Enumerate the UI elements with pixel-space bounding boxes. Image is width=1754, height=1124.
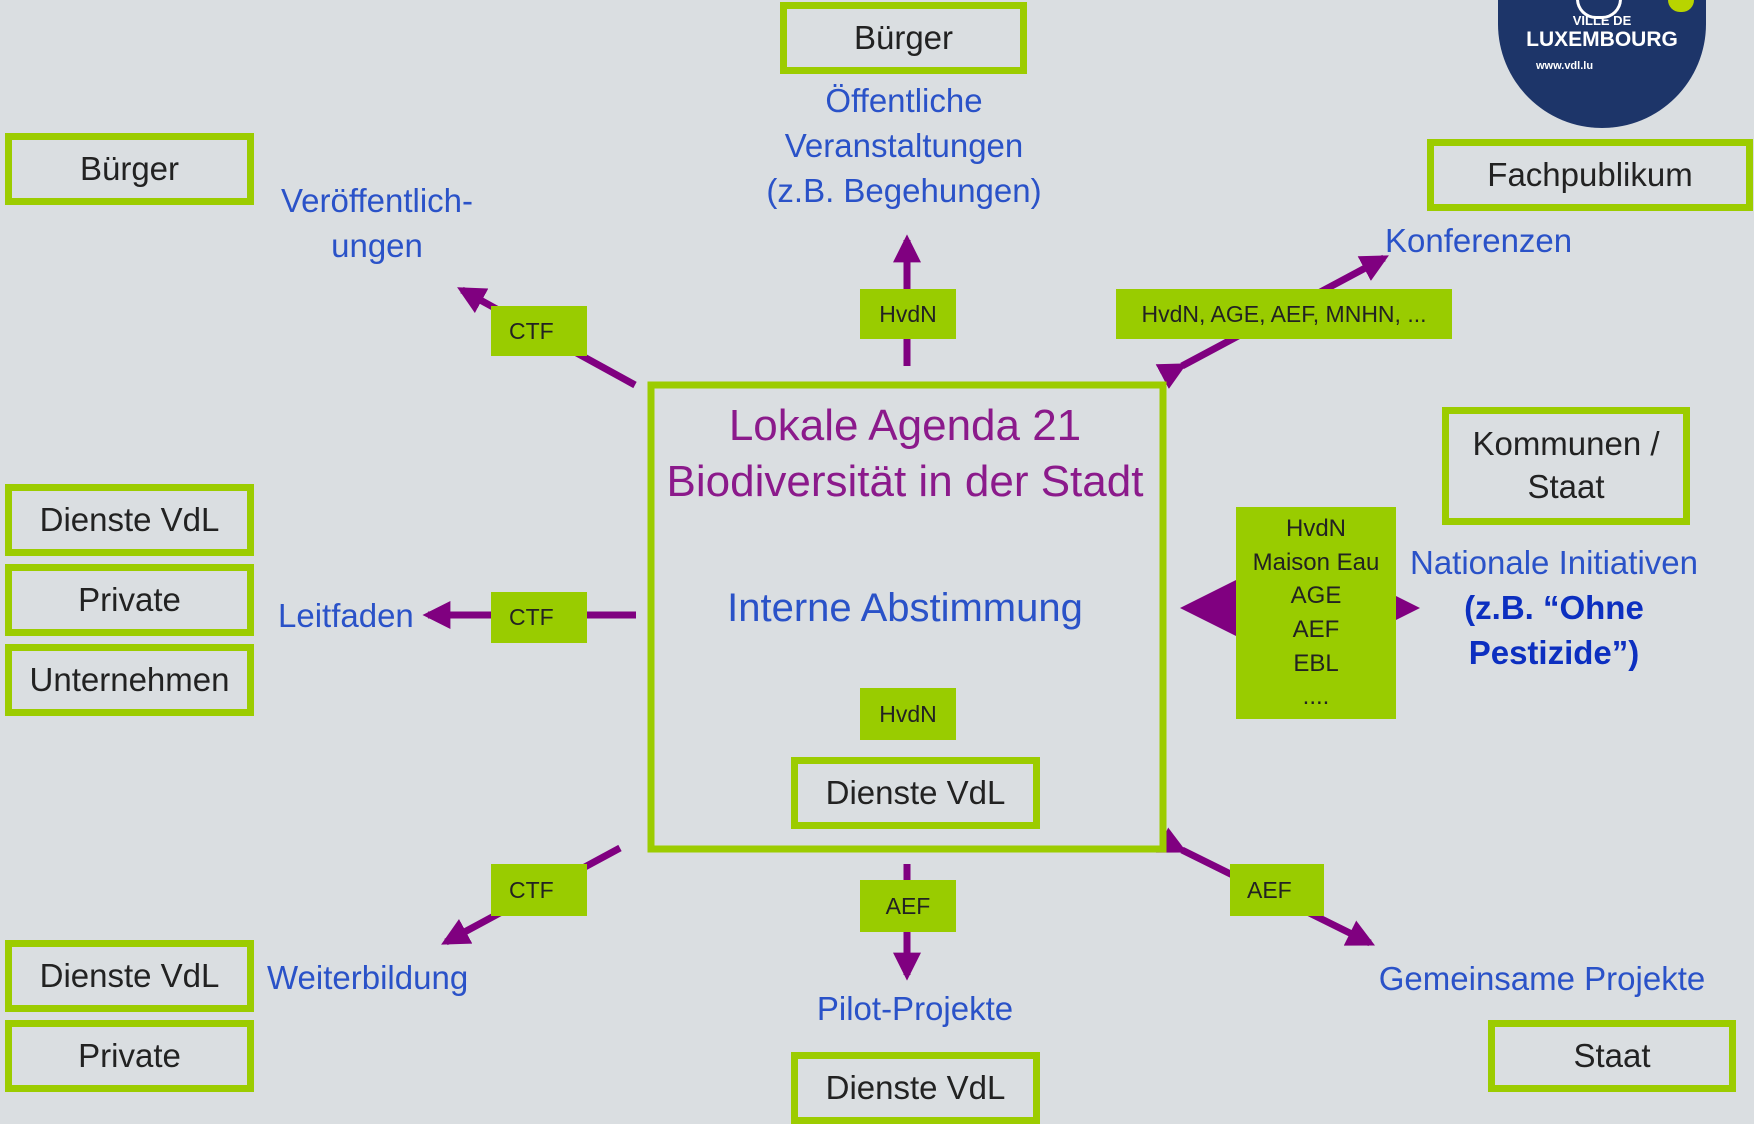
bottom-tag: AEF <box>860 880 956 932</box>
bottom-right-label: Gemeinsame Projekte <box>1378 960 1706 997</box>
top-left-label-line1: Veröffentlich- <box>280 182 473 219</box>
right-tag-line3: AGE <box>1290 582 1342 610</box>
logo-accent-dot <box>1668 0 1694 12</box>
top-left-label: Veröffentlich- ungen <box>262 178 492 268</box>
right-box-line1: Kommunen / <box>1472 425 1660 463</box>
right-tag-line4: AEF <box>1292 616 1340 643</box>
logo-url-text: www.vdl.lu <box>1536 60 1594 72</box>
center-title-line1: Lokale Agenda 21 <box>728 401 1082 450</box>
top-label-line3: (z.B. Begehungen) <box>766 172 1042 209</box>
bottom-left-tag: CTF <box>491 864 587 916</box>
center-inner-box: Dienste VdL <box>791 757 1040 829</box>
left-label: Leitfaden <box>278 597 414 634</box>
right-label-line1: Nationale Initiativen <box>1409 544 1698 581</box>
right-label: Nationale Initiativen (z.B. “Ohne Pestiz… <box>1404 540 1704 675</box>
left-tag: CTF <box>491 592 587 643</box>
bottom-left-label: Weiterbildung <box>267 959 469 996</box>
bottom-right-box: Staat <box>1488 1020 1736 1092</box>
center-title-line2: Biodiversität in der Stadt <box>666 457 1144 506</box>
left-box-1: Dienste VdL <box>5 484 254 556</box>
top-right-tag: HvdN, AGE, AEF, MNHN, ... <box>1116 289 1452 339</box>
bottom-box: Dienste VdL <box>791 1052 1040 1124</box>
right-tag-line5: EBL <box>1293 649 1339 677</box>
right-tag-line6: .... <box>1302 683 1330 711</box>
bottom-label: Pilot-Projekte <box>816 990 1014 1027</box>
center-tag: HvdN <box>860 688 956 740</box>
top-tag: HvdN <box>860 289 956 339</box>
logo-small-text: VILLE DE <box>1572 13 1632 28</box>
top-right-box: Fachpublikum <box>1427 139 1753 211</box>
right-tag-line2: Maison Eau <box>1252 548 1380 576</box>
right-box: Kommunen / Staat <box>1442 407 1690 525</box>
bottom-right-tag: AEF <box>1230 864 1324 916</box>
left-box-2: Private <box>5 564 254 636</box>
top-left-tag: CTF <box>491 306 587 356</box>
top-left-box: Bürger <box>5 133 254 205</box>
arrow-right-left-head <box>1180 580 1236 636</box>
center-title: Lokale Agenda 21 Biodiversität in der St… <box>650 398 1160 510</box>
logo-main-text: LUXEMBOURG <box>1526 28 1678 51</box>
right-tag-line1: HvdN <box>1285 515 1346 543</box>
top-left-label-line2: ungen <box>331 227 423 264</box>
center-subtitle: Interne Abstimmung <box>727 586 1083 630</box>
right-tag: HvdN Maison Eau AGE AEF EBL .... <box>1236 507 1396 719</box>
top-right-label: Konferenzen <box>1385 222 1573 259</box>
left-box-3: Unternehmen <box>5 644 254 716</box>
bottom-left-box-2: Private <box>5 1020 254 1092</box>
center-frame <box>647 381 1167 853</box>
top-label-line1: Öffentliche <box>825 82 983 119</box>
top-label-line2: Veranstaltungen <box>784 127 1024 164</box>
right-label-bold2: Pestizide”) <box>1468 634 1640 671</box>
right-box-line2: Staat <box>1527 468 1605 505</box>
top-box: Bürger <box>780 2 1027 74</box>
top-label: Öffentliche Veranstaltungen (z.B. Begehu… <box>720 78 1088 213</box>
bottom-left-box-1: Dienste VdL <box>5 940 254 1012</box>
right-label-bold1: (z.B. “Ohne <box>1464 589 1644 626</box>
